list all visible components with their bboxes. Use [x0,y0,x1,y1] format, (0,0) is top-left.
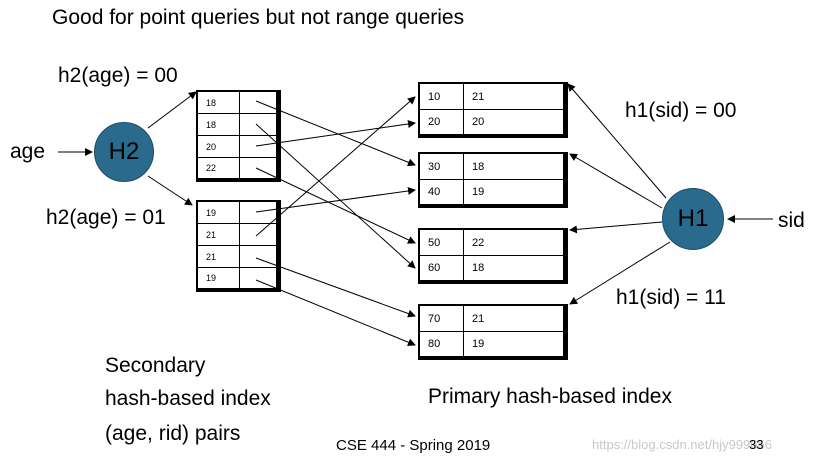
h2-age-01-label: h2(age) = 01 [46,206,166,229]
h1-node-label: H1 [677,205,709,232]
rid-22-arrow [255,167,416,244]
secondary-entry: 18 [198,114,276,136]
age-key: 22 [198,158,240,178]
primary-record: 30 18 [420,154,563,180]
sid-input-label: sid [778,209,805,232]
primary-record: 10 21 [420,84,563,110]
h1-to-bucket-11-arrow [569,241,671,305]
rid-20-arrow [255,120,416,147]
rid-19-b-arrow [255,279,416,347]
secondary-entry: 18 [198,92,276,114]
sid-value: 30 [420,154,464,179]
sid-value: 60 [420,256,464,280]
h1-sid-00-label: h1(sid) = 00 [625,99,737,122]
rid-21-a-arrow [255,96,416,237]
sid-value: 10 [420,84,464,109]
primary-record: 70 21 [420,306,563,332]
secondary-entry: 19 [198,268,276,288]
secondary-entry: 20 [198,136,276,158]
primary-record: 60 18 [420,256,563,280]
primary-bucket-01: 30 18 40 19 [418,152,568,208]
h1-sid-11-label: h1(sid) = 11 [616,286,726,309]
secondary-caption-line1: Secondary [105,354,206,377]
h1-to-bucket-01-arrow [569,153,663,209]
age-key: 19 [198,268,240,288]
sid-value: 40 [420,180,464,204]
sid-value: 80 [420,332,464,356]
age-key: 21 [198,246,240,267]
h2-node-label: H2 [108,138,140,165]
rid-21-b-arrow [255,257,416,318]
age-key: 19 [198,202,240,223]
sid-value: 50 [420,230,464,255]
secondary-caption-line3: (age, rid) pairs [105,422,241,445]
primary-record: 50 22 [420,230,563,256]
h1-to-bucket-00-arrow [567,83,667,199]
primary-caption: Primary hash-based index [428,385,672,408]
age-input-label: age [10,140,46,163]
h1-hash-node: H1 [662,188,724,250]
age-key: 21 [198,224,240,245]
primary-record: 80 19 [420,332,563,356]
age-value: 18 [472,160,485,173]
h2-to-bucket-01-arrow [147,175,193,206]
sid-value: 70 [420,306,464,331]
age-key: 18 [198,92,240,113]
secondary-entry: 22 [198,158,276,178]
primary-record: 40 19 [420,180,563,204]
h2-age-00-label: h2(age) = 00 [58,64,178,87]
h2-hash-node: H2 [94,122,154,182]
age-key: 18 [198,114,240,135]
primary-bucket-10: 50 22 60 18 [418,228,568,284]
h2-to-bucket-00-arrow [147,91,197,129]
secondary-entry: 21 [198,224,276,246]
secondary-entry: 19 [198,202,276,224]
footer-course: CSE 444 - Spring 2019 [336,437,491,454]
age-value: 18 [472,262,485,274]
rid-18-a-arrow [255,100,416,167]
age-value: 20 [472,116,485,128]
secondary-caption-line2: hash-based index [105,387,271,410]
age-value: 21 [472,312,485,325]
rid-18-b-arrow [255,123,416,269]
secondary-bucket-01: 19 21 21 19 [196,200,281,292]
age-value: 19 [472,186,485,198]
age-value: 22 [472,236,485,249]
h1-to-bucket-10-arrow [569,221,663,234]
age-value: 19 [472,338,485,350]
secondary-entry: 21 [198,246,276,268]
age-key: 20 [198,136,240,157]
page-number: 33 [749,437,764,452]
primary-bucket-11: 70 21 80 19 [418,304,568,360]
slide-title: Good for point queries but not range que… [52,6,465,29]
watermark: https://blog.csdn.net/hjy999666 [592,437,772,452]
age-value: 21 [472,90,485,103]
rid-19-a-arrow [255,186,416,213]
sid-value: 20 [420,110,464,134]
